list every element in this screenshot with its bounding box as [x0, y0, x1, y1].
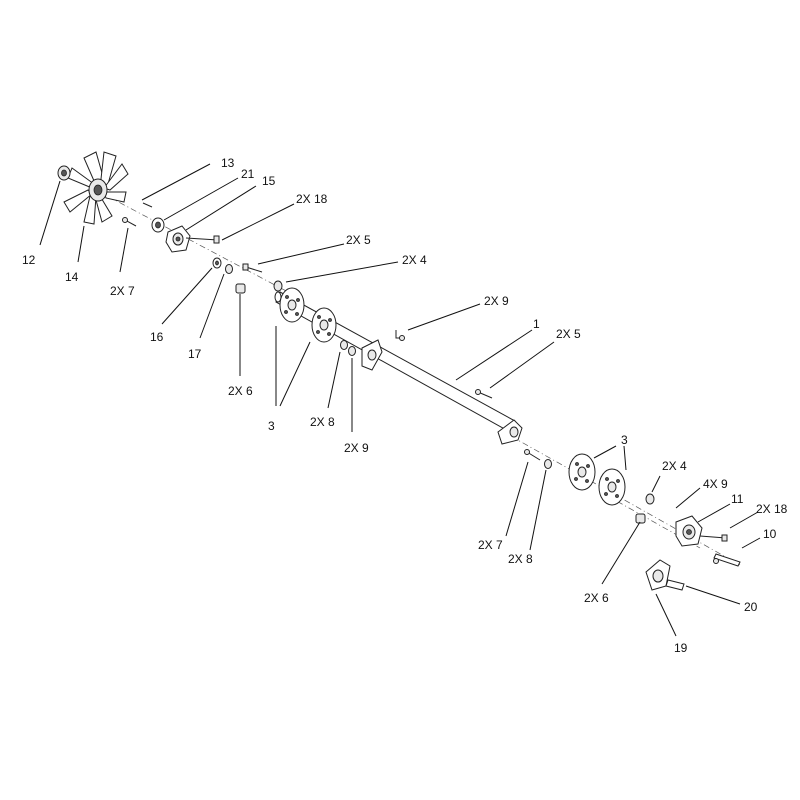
callout-2x7-left: 2X 7 [110, 284, 135, 298]
hub-plate-3-right-a [568, 453, 596, 491]
callout-2x5-right: 2X 5 [556, 327, 581, 341]
bolt-5-left [242, 263, 263, 273]
bolt-7-right [524, 449, 541, 461]
nut-9-right [713, 558, 719, 564]
callout-10: 10 [763, 527, 777, 541]
callout-2x4-right: 2X 4 [662, 459, 687, 473]
nut-8-left [340, 340, 348, 350]
shaft-bracket-right [497, 419, 523, 445]
callout-14: 14 [65, 270, 79, 284]
callout-labels: 13 21 15 2X 18 12 14 2X 7 2X 5 2X 4 16 1… [22, 156, 788, 655]
bearing-flange-11 [675, 515, 703, 547]
callout-2x18-left: 2X 18 [296, 192, 328, 206]
pin-13 [142, 202, 153, 208]
nut-8-right [544, 459, 552, 469]
callout-2x4-left: 2X 4 [402, 253, 427, 267]
callout-2x18-right: 2X 18 [756, 502, 788, 516]
key-20 [665, 579, 685, 591]
callout-2x6-left: 2X 6 [228, 384, 253, 398]
key-10 [713, 553, 741, 567]
callout-3-right: 3 [621, 433, 628, 447]
washer-16 [212, 257, 222, 269]
callout-19: 19 [674, 641, 688, 655]
bearing-flange-15 [165, 225, 191, 253]
callout-2x5-left: 2X 5 [346, 233, 371, 247]
callout-2x8-left: 2X 8 [310, 415, 335, 429]
callout-2x7-right: 2X 7 [478, 538, 503, 552]
spacer-6-left [235, 283, 246, 294]
callout-2x8-right: 2X 8 [508, 552, 533, 566]
spacer-6-right [635, 513, 646, 524]
callout-2x9-upper: 2X 9 [484, 294, 509, 308]
callout-4x9: 4X 9 [703, 477, 728, 491]
nut-4-right [645, 493, 655, 505]
callout-20: 20 [744, 600, 758, 614]
callout-13: 13 [221, 156, 235, 170]
bolt-5-right [475, 389, 493, 399]
callout-3-left: 3 [268, 419, 275, 433]
callout-2x9-left: 2X 9 [344, 441, 369, 455]
bolt-9-upper [395, 330, 405, 341]
bolt-18-left [185, 235, 220, 244]
hub-plate-3-right-b [598, 468, 626, 506]
hub-plate-3-left-a [279, 287, 305, 323]
callout-21: 21 [241, 167, 255, 181]
main-shaft [274, 291, 516, 433]
bolt-7-left [122, 217, 137, 227]
nut-4-left [273, 280, 283, 292]
washer-21 [151, 217, 165, 233]
nut-9-left [348, 346, 356, 356]
callout-2x6-right: 2X 6 [584, 591, 609, 605]
shaft-bracket-left [361, 339, 383, 371]
callout-11: 11 [731, 492, 744, 506]
callout-17: 17 [188, 347, 202, 361]
callout-12: 12 [22, 253, 36, 267]
callout-1: 1 [533, 317, 540, 331]
nut-17 [225, 264, 233, 274]
drive-flange-19 [645, 559, 671, 591]
fan-nut [57, 165, 71, 181]
hub-plate-3-left-b [311, 307, 337, 343]
callout-15: 15 [262, 174, 276, 188]
callout-16: 16 [150, 330, 164, 344]
bolt-18-right [699, 534, 728, 542]
fan-blade [63, 151, 129, 225]
leader-lines [39, 163, 761, 637]
